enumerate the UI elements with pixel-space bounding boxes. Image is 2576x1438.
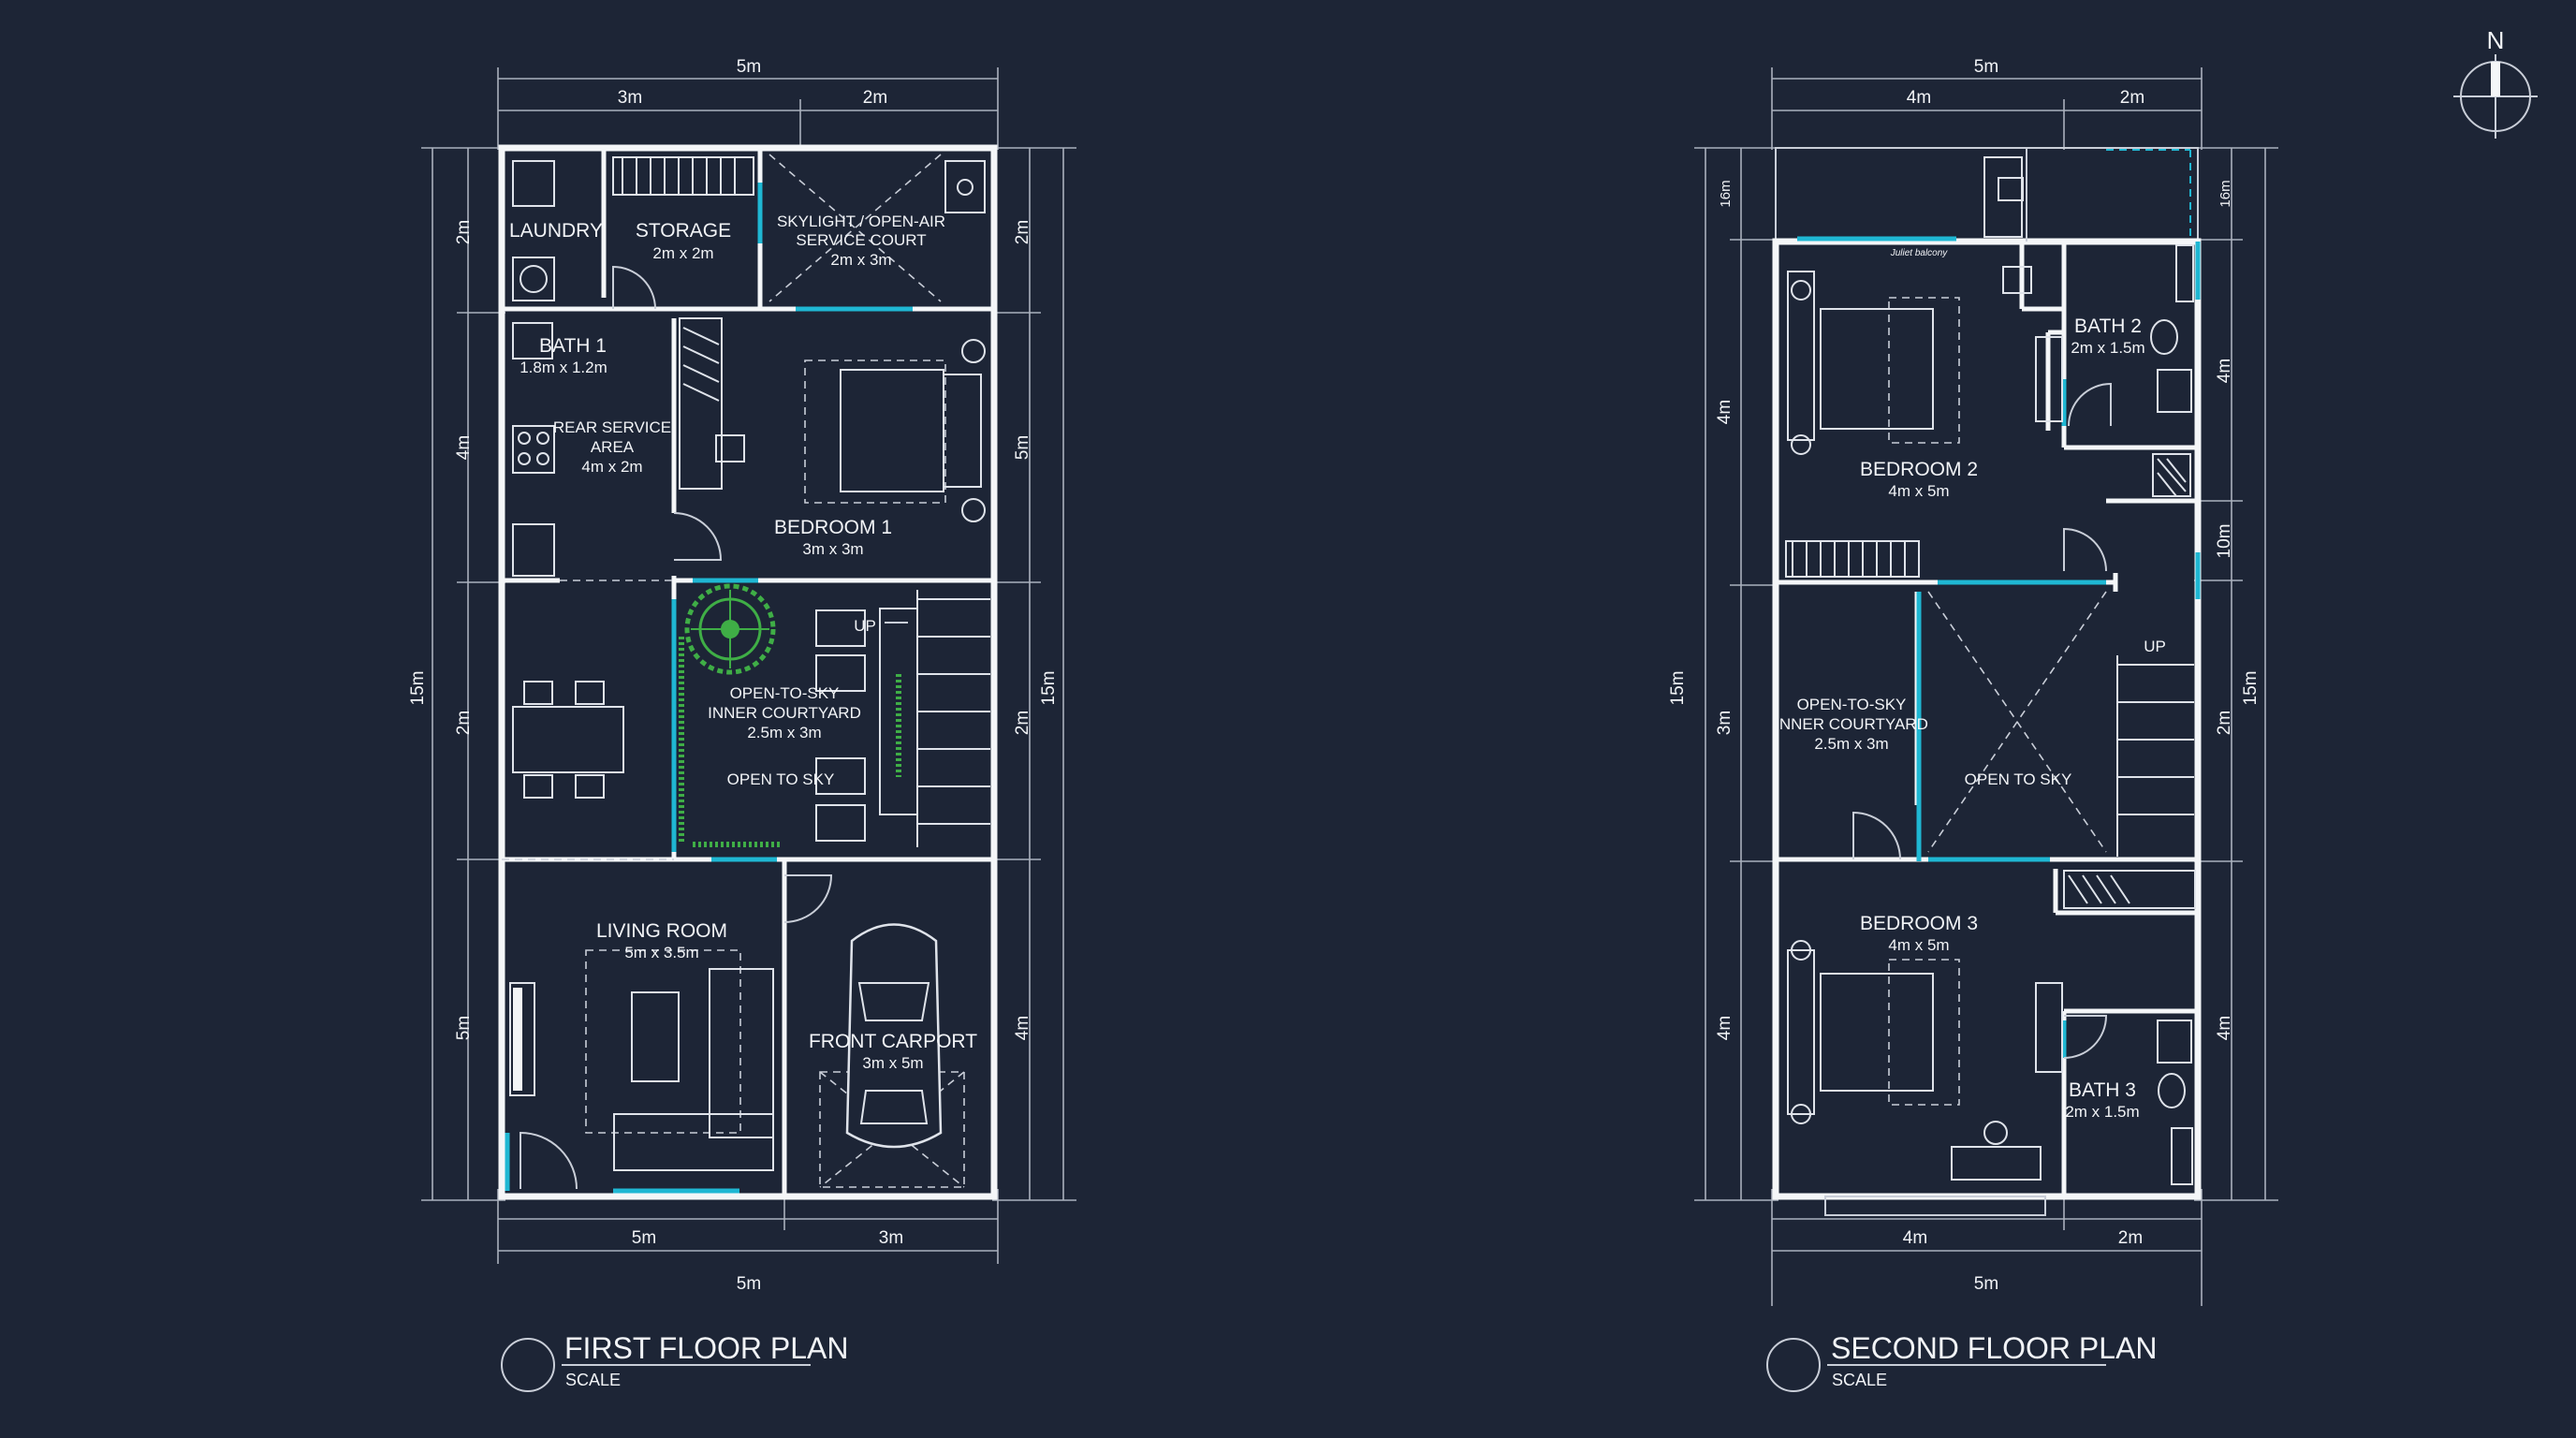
ff-skylight-size: 2m x 3m [830,251,891,269]
sf-scale-label: SCALE [1832,1371,1887,1389]
ff-dim-right-1: 2m [1013,220,1032,244]
ff-carport-label: FRONT CARPORT [809,1031,977,1052]
sf-dim-right-total: 15m [2241,671,2261,706]
sf-court-size: 2.5m x 3m [1814,735,1888,753]
ff-laundry-label: LAUNDRY [509,220,603,242]
first-floor-doors [520,265,833,1190]
sf-dim-right-5: 4m [2215,1016,2234,1040]
ff-dim-top-left: 3m [618,88,642,108]
second-floor-doors [1852,382,2112,1059]
ff-dim-left-total: 15m [408,671,428,706]
north-label: N [2487,26,2505,54]
courtyard-tree-icon [679,583,901,847]
ff-dim-right-2: 5m [1013,435,1032,460]
sf-court-label-1: OPEN-TO-SKY [1797,696,1907,713]
ff-rear-label-1: REAR SERVICE [553,418,671,436]
ff-living-size: 5m x 3.5m [624,944,698,961]
sf-open-sky-label: OPEN TO SKY [1965,770,2072,788]
second-floor-plan: 5m 4m 2m 4m 2m 5m 15m 16m 4m 3m 4m 16m 4… [1668,57,2278,1392]
sf-dim-bottom-right: 2m [2118,1228,2143,1248]
sf-title: SECOND FLOOR PLAN [1831,1331,2158,1365]
sf-court-label-2: INNER COURTYARD [1775,715,1928,733]
first-floor-plan: 5m 3m 2m 5m 3m 5m 15m 2m 4m 2m 5m 2m 5m … [408,57,1076,1392]
sf-dim-left-total: 15m [1668,671,1688,706]
sf-bedroom2-size: 4m x 5m [1888,482,1949,500]
sf-juliet-label: Juliet balcony [1890,248,1949,258]
sf-dim-right-1: 16m [2217,180,2233,207]
ff-court-size: 2.5m x 3m [747,724,821,741]
ff-storage-label: STORAGE [636,220,731,242]
ff-dim-top-total: 5m [737,57,761,77]
sf-stair-up-label: UP [2144,638,2166,655]
car-icon [819,923,965,1188]
ff-carport-size: 3m x 5m [862,1054,923,1072]
ff-title-marker-icon [501,1338,555,1392]
ff-dim-right-4: 4m [1013,1016,1032,1040]
ff-rear-label-2: AREA [591,438,635,456]
ff-bedroom1-size: 3m x 3m [802,540,863,558]
sf-dim-top-total: 5m [1974,57,1998,77]
ff-storage-size: 2m x 2m [652,244,713,262]
ff-scale-label: SCALE [565,1371,621,1389]
sf-title-marker-icon [1766,1338,1821,1392]
sf-dim-bottom-total: 5m [1974,1274,1998,1294]
sf-dim-top-right: 2m [2120,88,2144,108]
ff-bedroom1-label: BEDROOM 1 [774,517,892,538]
ff-dim-left-4: 5m [454,1016,474,1040]
sf-dim-right-2: 4m [2215,359,2234,383]
ff-rear-size: 4m x 2m [581,458,642,476]
sf-bath3-label: BATH 3 [2069,1079,2136,1101]
ff-dim-left-1: 2m [454,220,474,244]
ff-dim-left-3: 2m [454,711,474,735]
sf-dim-right-3: 10m [2215,524,2234,559]
second-floor-fixtures [1785,156,2196,1185]
ff-dim-bottom-left: 5m [632,1228,656,1248]
sf-dim-left-2: 4m [1715,400,1734,424]
first-floor-glazing [505,183,913,1194]
ff-title: FIRST FLOOR PLAN [564,1331,848,1365]
ff-dim-bottom-right: 3m [879,1228,903,1248]
ff-skylight-label-2: SERVICE COURT [796,231,926,249]
sf-dim-right-4: 2m [2215,711,2234,735]
ff-bath1-label: BATH 1 [539,335,607,357]
ff-court-label-1: OPEN-TO-SKY [730,684,840,702]
sf-bath2-label: BATH 2 [2074,315,2142,337]
ff-dim-right-3: 2m [1013,711,1032,735]
sf-bath2-size: 2m x 1.5m [2071,339,2144,357]
ff-bath1-size: 1.8m x 1.2m [520,359,607,376]
sf-bedroom3-label: BEDROOM 3 [1860,913,1978,934]
sf-dim-left-4: 4m [1715,1016,1734,1040]
second-floor-glazing [1797,149,2201,1058]
ff-stair-up-label: UP [854,617,876,635]
ff-dim-bottom-total: 5m [737,1274,761,1294]
ff-open-sky-label: OPEN TO SKY [727,770,835,788]
sf-dim-left-1: 16m [1718,180,1734,207]
ff-dim-right-total: 15m [1039,671,1059,706]
sf-dim-left-3: 3m [1715,711,1734,735]
ff-dim-top-right: 2m [863,88,887,108]
first-floor-fixtures [502,154,990,860]
ff-living-label: LIVING ROOM [596,920,727,942]
north-compass-icon [2453,54,2538,139]
sf-dim-bottom-left: 4m [1903,1228,1927,1248]
ff-dim-left-2: 4m [454,435,474,460]
sf-bedroom2-label: BEDROOM 2 [1860,459,1978,480]
sf-dim-top-left: 4m [1907,88,1931,108]
sf-bedroom3-size: 4m x 5m [1888,936,1949,954]
sf-bath3-size: 2m x 1.5m [2065,1103,2139,1121]
first-floor-dimensions [421,67,1076,1264]
ff-skylight-label-1: SKYLIGHT / OPEN-AIR [777,213,945,230]
ff-court-label-2: INNER COURTYARD [708,704,861,722]
second-floor-dimensions [1694,67,2278,1306]
living-furniture [509,949,774,1171]
